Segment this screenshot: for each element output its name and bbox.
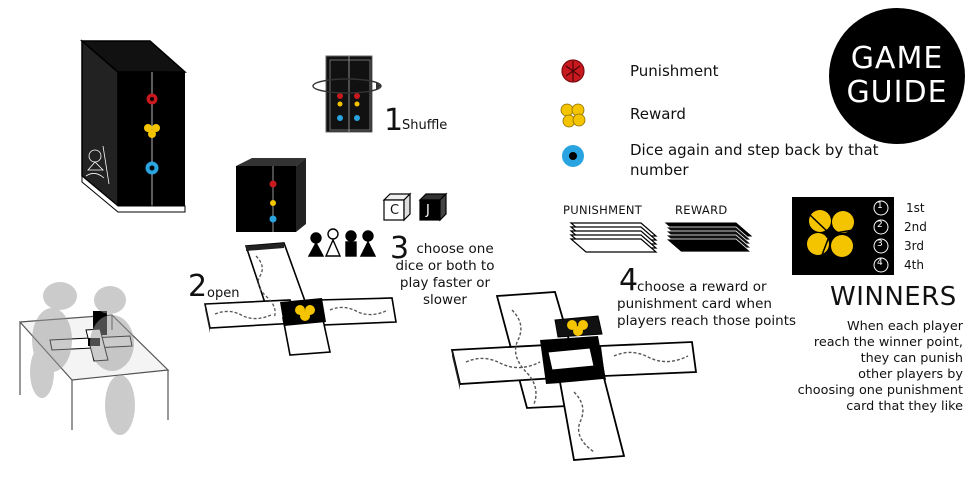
step-3-line-2: dice or both to (395, 258, 495, 274)
step-2-number: 2 (188, 269, 208, 304)
winners-line-6: card that they like (846, 399, 963, 414)
winners-board (792, 197, 894, 275)
step-4-line-2: punishment card when (617, 296, 772, 312)
winners-line-4: other players by (858, 367, 963, 382)
reward-card-label: REWARD (675, 203, 728, 217)
game-guide-badge: GAME GUIDE (829, 8, 965, 144)
legend-label-punishment: Punishment (630, 62, 719, 80)
step-3-text: choose one dice or both to play faster o… (380, 241, 510, 309)
shuffle-tower (312, 55, 382, 133)
legend-reward-icon (560, 103, 586, 128)
step-4-text: choose a reward or punishment card when … (617, 279, 797, 330)
legend-dice-again-icon (562, 145, 584, 167)
winners-line-2: reach the winner point, (813, 335, 963, 350)
legend-dice-line-2: number (630, 161, 689, 179)
dice-again-icon (145, 161, 159, 175)
step-4-line-3: players reach those points (617, 313, 797, 329)
punishment-card-stack (569, 222, 658, 253)
step-3-line-4: slower (423, 292, 467, 308)
winners-line-1: When each player (847, 319, 963, 334)
rank-circle-2: 2 (877, 220, 883, 230)
legend-label-reward: Reward (630, 105, 686, 123)
rank-circle-1: 1 (877, 201, 883, 211)
rank-circle-4: 4 (877, 258, 883, 268)
reward-icon (144, 124, 160, 138)
rank-4th: 4th (904, 258, 924, 272)
winners-line-5: choosing one punishment (797, 383, 963, 398)
punishment-card-label: PUNISHMENT (563, 203, 643, 217)
punishment-icon (146, 93, 158, 105)
reward-card-stack (664, 222, 753, 253)
step-1-label: Shuffle (402, 118, 448, 133)
die-letter-2: J (426, 203, 430, 218)
tower-box-large (79, 39, 187, 213)
step-4-line-1: choose a reward or (637, 279, 767, 295)
cross-board-play (450, 291, 698, 461)
step-3-number: 3 (390, 231, 410, 266)
winners-title: WINNERS (830, 282, 957, 312)
cross-board-open (204, 242, 397, 356)
players-table-scene (18, 282, 170, 435)
rank-2nd: 2nd (904, 220, 927, 234)
step-4-number: 4 (619, 263, 639, 298)
legend-label-dice-again: Dice again and step back by that number (630, 140, 879, 180)
player-pawns (307, 228, 377, 257)
rank-1st: 1st (906, 201, 925, 215)
step-3-line-3: play faster or (399, 275, 491, 291)
dice-pair (382, 192, 448, 222)
badge-line-1: GAME (850, 41, 944, 76)
die-letter-1: C (390, 203, 400, 218)
legend-punishment-icon (561, 59, 585, 83)
rank-circle-3: 3 (877, 239, 883, 249)
rank-3rd: 3rd (904, 239, 924, 253)
winners-description: When each player reach the winner point,… (760, 319, 963, 415)
step-2-label: open (207, 286, 240, 301)
open-tower (236, 158, 306, 232)
legend-dice-line-1: Dice again and step back by that (630, 141, 879, 159)
step-3-line-1: choose one (416, 241, 494, 257)
badge-line-2: GUIDE (846, 75, 948, 110)
step-1-number: 1 (384, 103, 404, 138)
winners-line-3: they can punish (860, 351, 963, 366)
